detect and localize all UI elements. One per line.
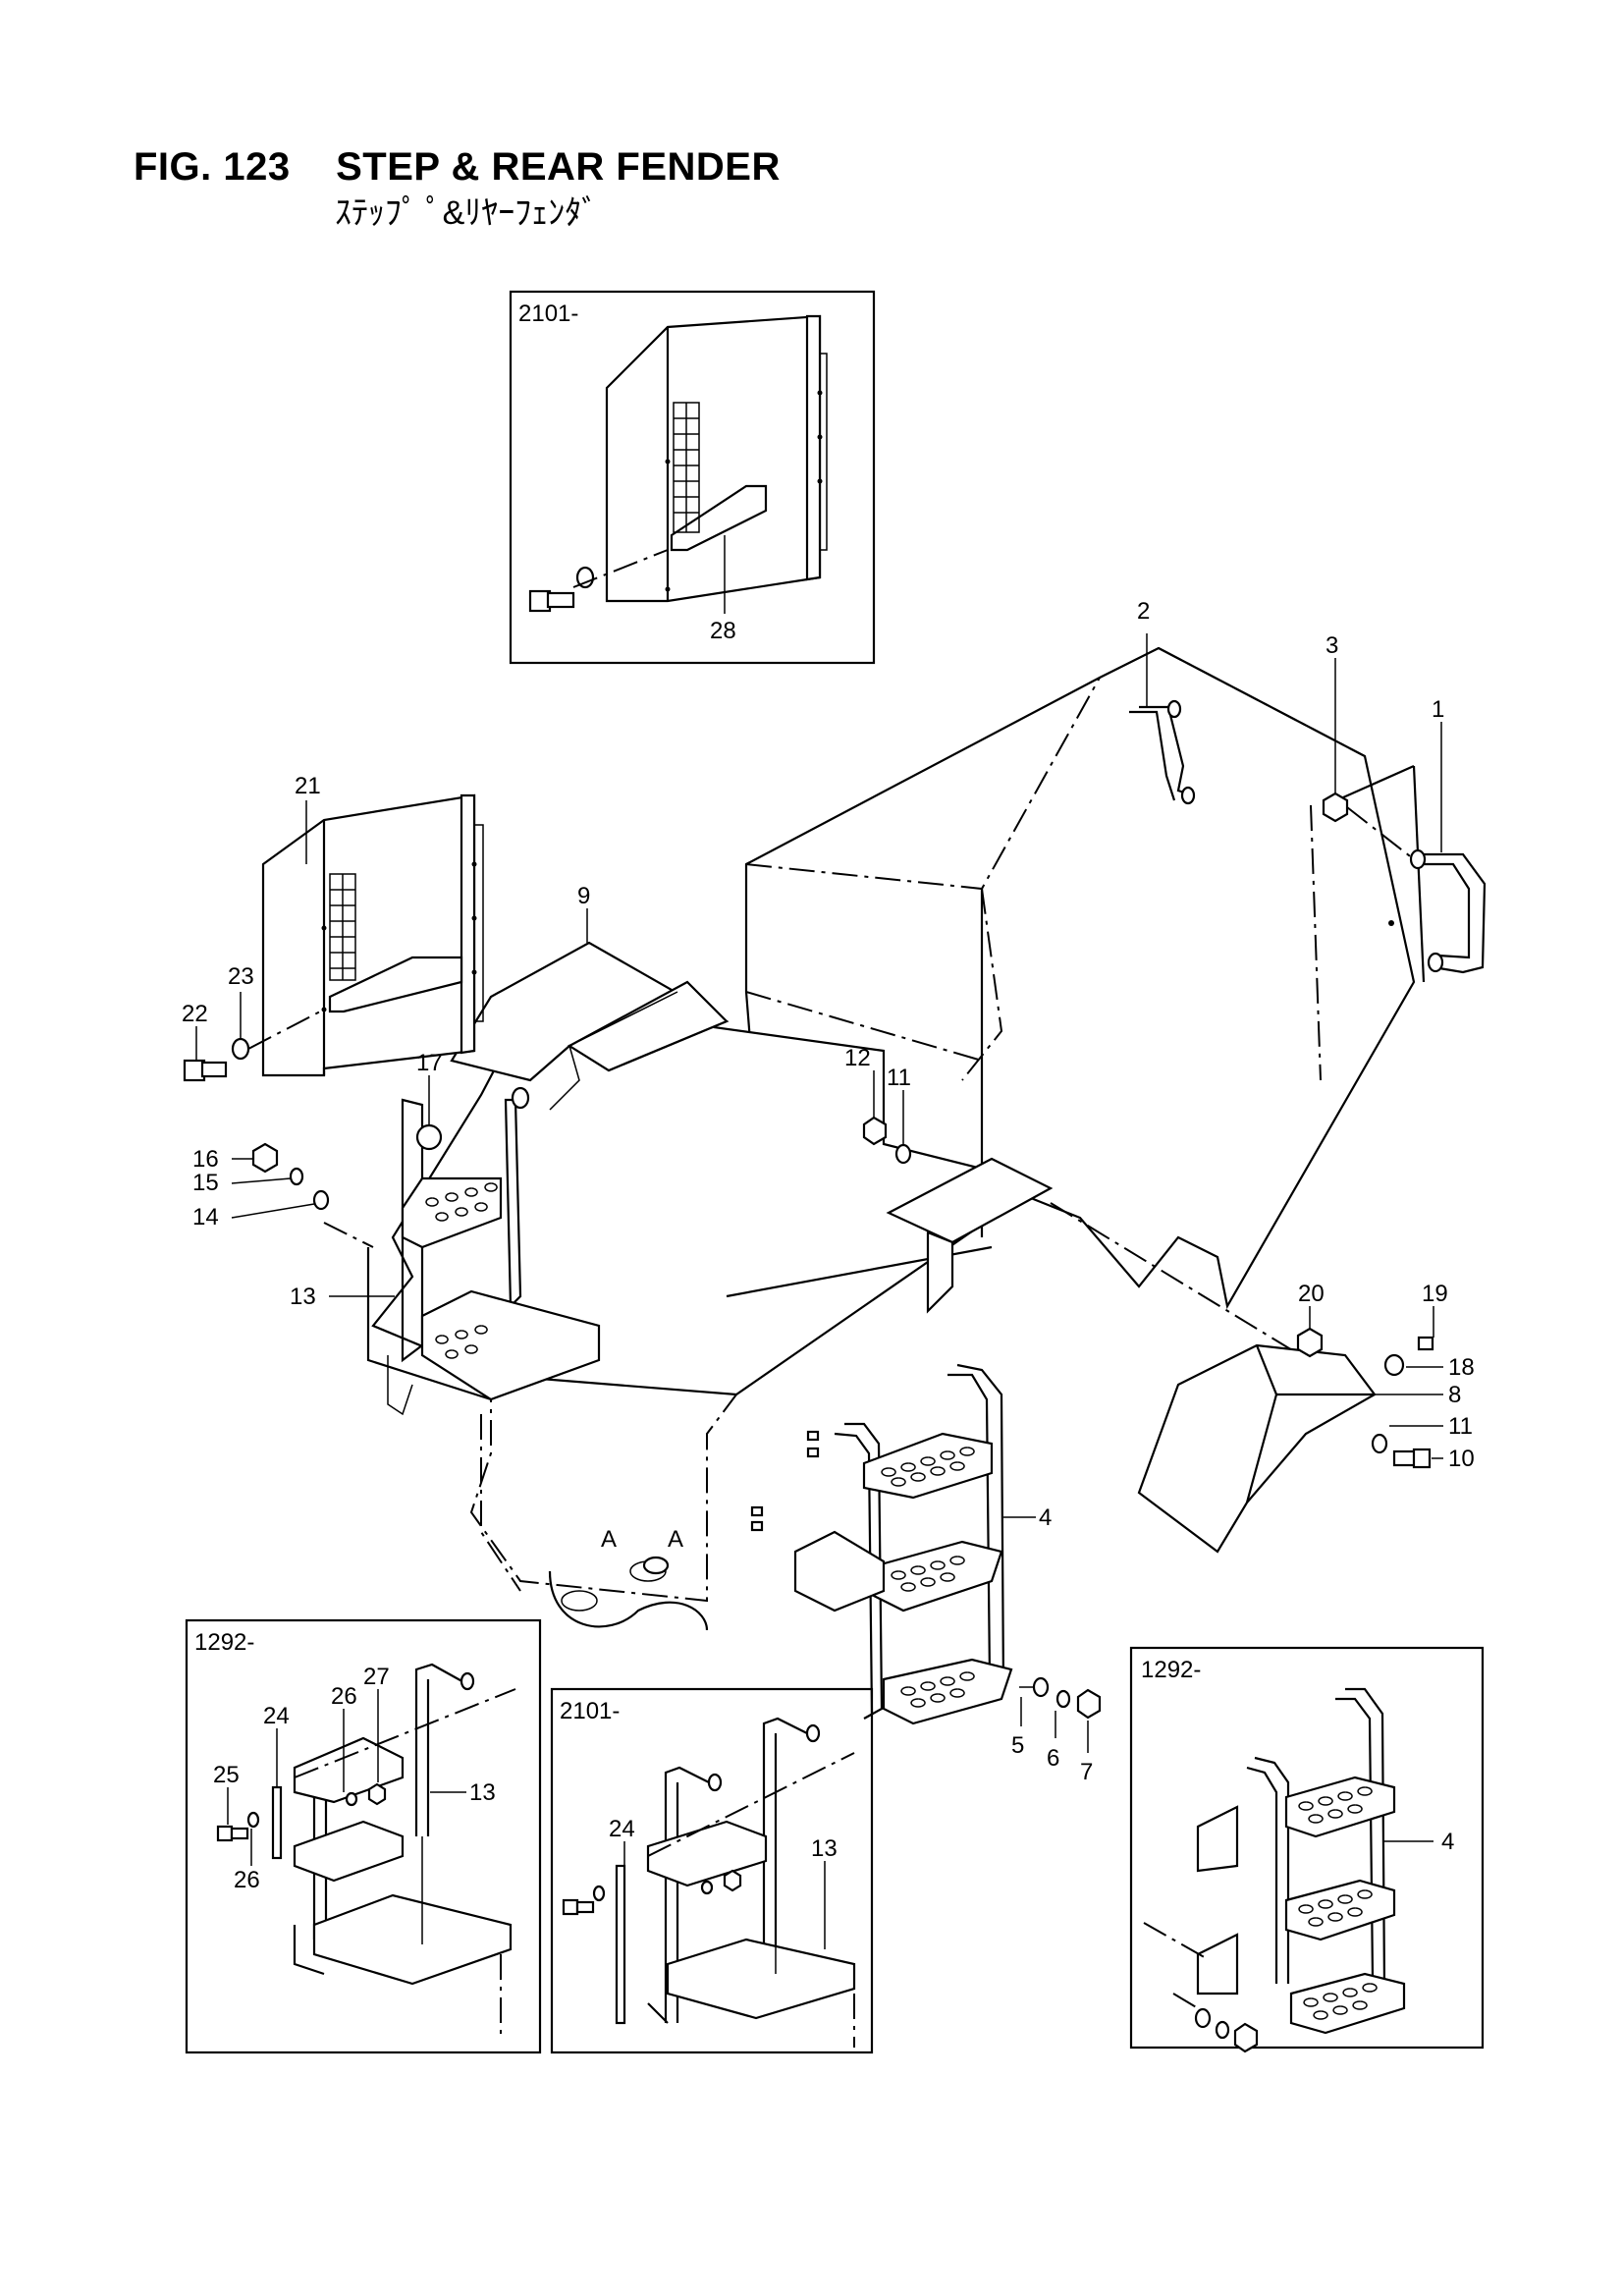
inset-br-callout-4: 4 [1441, 1829, 1454, 1855]
inset-bl-callout-26a: 26 [331, 1683, 357, 1710]
callout-20: 20 [1298, 1281, 1325, 1307]
inset-bc-callout-24: 24 [609, 1816, 635, 1842]
inset-br-label: 1292- [1141, 1657, 1201, 1683]
callout-23: 23 [228, 963, 254, 990]
inset-bc-callout-13: 13 [811, 1835, 838, 1862]
inset-br-frame [1129, 1646, 1485, 2050]
part-22-23-bolt-washer: 22 23 [182, 963, 325, 1082]
inset-bottom-left: 1292- 25 24 26 27 26 13 [185, 1618, 542, 2054]
part-1-grab-handle: 1 [1346, 696, 1487, 974]
callout-17: 17 [416, 1050, 443, 1076]
callout-13: 13 [290, 1284, 316, 1310]
inset-bottom-center: 2101- 24 13 [550, 1687, 874, 2054]
part-13-step-assembly: 17 13 [290, 1050, 601, 1416]
part-14-15-16-fasteners: 16 15 14 [192, 1142, 330, 1230]
part-8-rear-fender [1137, 1343, 1377, 1554]
inset-top-label: 2101- [518, 301, 578, 327]
inset-bl-callout-25: 25 [213, 1762, 240, 1788]
inset-top-frame [509, 290, 876, 665]
inset-bl-label: 1292- [194, 1629, 254, 1656]
callout-11b: 11 [1448, 1413, 1473, 1440]
part-18-19-20-mount: 20 18 19 8 [1296, 1281, 1475, 1408]
callout-2: 2 [1137, 598, 1150, 625]
callout-3: 3 [1325, 632, 1338, 659]
inset-bc-label: 2101- [560, 1698, 620, 1724]
callout-11a: 11 [887, 1065, 911, 1091]
inset-bottom-right: 1292- 4 [1129, 1646, 1485, 2053]
inset-top: 2101- 28 [509, 290, 876, 665]
marker-a-2: A [668, 1526, 683, 1553]
inset-bl-callout-13: 13 [469, 1779, 496, 1806]
callout-1: 1 [1432, 696, 1444, 723]
inset-bc-frame [550, 1687, 874, 2054]
callout-28: 28 [710, 618, 736, 644]
part-9-cover: 9 [450, 883, 730, 1111]
callout-4: 4 [1039, 1504, 1052, 1531]
marker-a-1: A [601, 1526, 617, 1553]
title-block: FIG. 123 STEP & REAR FENDER ｽﾃｯﾌﾟ ﾟ&ﾘﾔｰﾌ… [134, 145, 781, 234]
callout-21: 21 [295, 773, 321, 799]
part-11-12-nut-washer: 12 11 [844, 1045, 912, 1165]
callout-6: 6 [1047, 1745, 1059, 1772]
inset-bl-callout-24: 24 [263, 1703, 290, 1729]
callout-14: 14 [192, 1204, 219, 1230]
inset-top-bolt [528, 549, 669, 613]
callout-8: 8 [1448, 1382, 1461, 1408]
part-5-6-7-fasteners: 5 6 7 [1011, 1676, 1102, 1785]
inset-bl-frame [185, 1618, 542, 2054]
part-21-side-panel: 21 [261, 773, 484, 1077]
inset-bl-callout-27: 27 [363, 1664, 390, 1690]
callout-7: 7 [1080, 1759, 1093, 1785]
inset-top-cover-panel [605, 314, 828, 603]
part-4-step-ladder: 4 [750, 1363, 1052, 1725]
inset-bl-callout-26b: 26 [234, 1867, 260, 1893]
callout-22: 22 [182, 1001, 208, 1027]
callout-10: 10 [1448, 1446, 1475, 1472]
part-3-nut: 3 [1322, 632, 1349, 823]
callout-16: 16 [192, 1146, 219, 1173]
callout-12: 12 [844, 1045, 871, 1071]
part-2-handle: 2 [1129, 598, 1196, 805]
callout-19: 19 [1422, 1281, 1448, 1307]
callout-5: 5 [1011, 1732, 1024, 1759]
callout-9: 9 [577, 883, 590, 909]
callout-18: 18 [1448, 1354, 1475, 1381]
figure-title: FIG. 123 STEP & REAR FENDER [134, 145, 781, 189]
callout-15: 15 [192, 1170, 219, 1196]
part-10-11-bolt-washer: 11 10 [1371, 1413, 1475, 1472]
figure-subtitle: ｽﾃｯﾌﾟ ﾟ&ﾘﾔｰﾌｪﾝﾀﾞ [335, 194, 599, 232]
